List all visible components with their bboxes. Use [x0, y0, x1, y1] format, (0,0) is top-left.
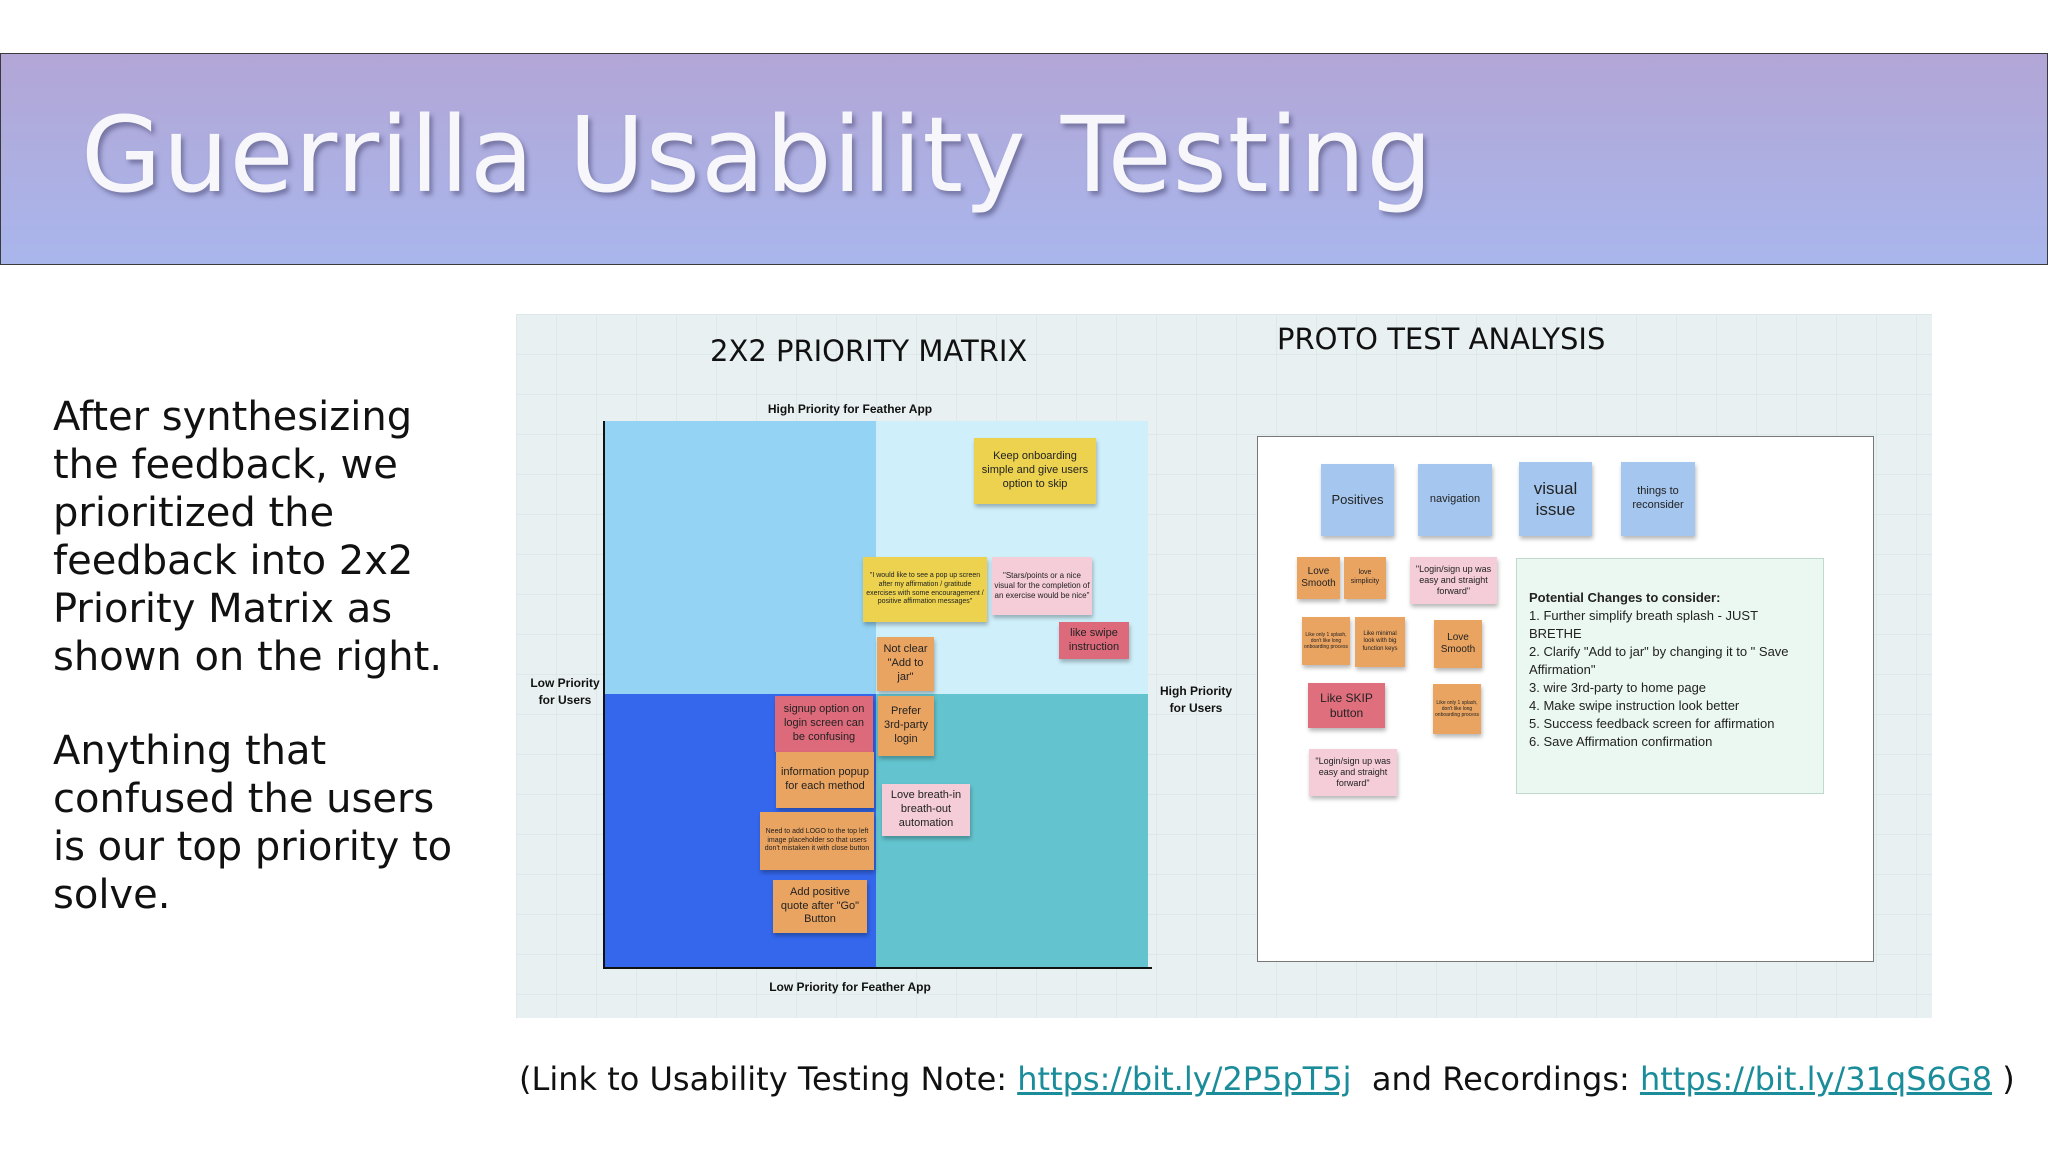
analysis-header-note: visual issue: [1519, 462, 1592, 536]
matrix-left-label: Low Priority for Users: [530, 676, 600, 707]
changes-item: 6. Save Affirmation confirmation: [1529, 734, 1713, 749]
recordings-link[interactable]: https://bit.ly/31qS6G8: [1639, 1060, 1993, 1098]
changes-item: 5. Success feedback screen for affirmati…: [1529, 716, 1775, 731]
changes-item: 2. Clarify "Add to jar" by changing it t…: [1529, 644, 1789, 677]
slide-title: Guerrilla Usability Testing: [81, 94, 1434, 216]
footer-links: (Link to Usability Testing Note: https:/…: [519, 1060, 2015, 1098]
analysis-note: Like SKIP button: [1308, 683, 1385, 728]
footer-middle: and Recordings:: [1351, 1060, 1640, 1098]
analysis-note: Like only 1 splash, don't like long onbo…: [1433, 684, 1481, 734]
analysis-note: Love Smooth: [1297, 557, 1340, 599]
analysis-note: "Login/sign up was easy and straight for…: [1309, 749, 1397, 796]
changes-item: 1. Further simplify breath splash - JUST…: [1529, 608, 1758, 641]
analysis-header-note: Positives: [1321, 464, 1394, 536]
matrix-note: "Stars/points or a nice visual for the c…: [992, 557, 1092, 615]
analysis-note: love simplicity: [1344, 557, 1386, 599]
analysis-note: Like only 1 splash, don't like long onbo…: [1302, 617, 1350, 665]
analysis-header-note: things to reconsider: [1621, 462, 1695, 536]
potential-changes-note: Potential Changes to consider: 1. Furthe…: [1516, 558, 1824, 794]
analysis-title: PROTO TEST ANALYSIS: [1277, 322, 1606, 356]
changes-item: 3. wire 3rd-party to home page: [1529, 680, 1707, 695]
matrix-bottom-label: Low Priority for Feather App: [769, 980, 931, 994]
matrix-note: Not clear "Add to jar": [877, 637, 934, 691]
matrix-note: Keep onboarding simple and give users op…: [974, 438, 1096, 504]
usability-notes-link[interactable]: https://bit.ly/2P5pT5j: [1017, 1060, 1352, 1098]
body-paragraph-1: After synthesizing the feedback, we prio…: [53, 394, 443, 680]
matrix-note: signup option on login screen can be con…: [775, 696, 873, 752]
footer-suffix: ): [1992, 1060, 2015, 1098]
matrix-note: Need to add LOGO to the top left image p…: [760, 812, 874, 870]
quadrant-top-left: [605, 421, 876, 694]
footer-prefix: (Link to Usability Testing Note:: [519, 1060, 1018, 1098]
matrix-x-axis: [603, 967, 1152, 969]
body-paragraph-2: Anything that confused the users is our …: [53, 728, 453, 918]
matrix-note: information popup for each method: [776, 752, 874, 808]
analysis-note: Love Smooth: [1434, 620, 1482, 668]
analysis-header-note: navigation: [1418, 464, 1492, 536]
changes-heading: Potential Changes to consider:: [1529, 590, 1721, 605]
changes-item: 4. Make swipe instruction look better: [1529, 698, 1740, 713]
matrix-note: Prefer 3rd-party login: [878, 696, 934, 756]
matrix-note: Add positive quote after "Go" Button: [773, 880, 867, 933]
analysis-note: Like minimal look with big function keys: [1355, 617, 1405, 667]
title-banner: Guerrilla Usability Testing: [0, 53, 2048, 265]
matrix-y-axis: [603, 421, 605, 969]
matrix-top-label: High Priority for Feather App: [767, 402, 933, 416]
analysis-note: "Login/sign up was easy and straight for…: [1410, 557, 1497, 604]
matrix-note: Love breath-in breath-out automation: [882, 784, 970, 836]
matrix-note: like swipe instruction: [1059, 622, 1129, 659]
matrix-title: 2X2 PRIORITY MATRIX: [710, 334, 1028, 368]
matrix-right-label: High Priority for Users: [1159, 684, 1232, 715]
matrix-note: "I would like to see a pop up screen aft…: [863, 557, 987, 622]
